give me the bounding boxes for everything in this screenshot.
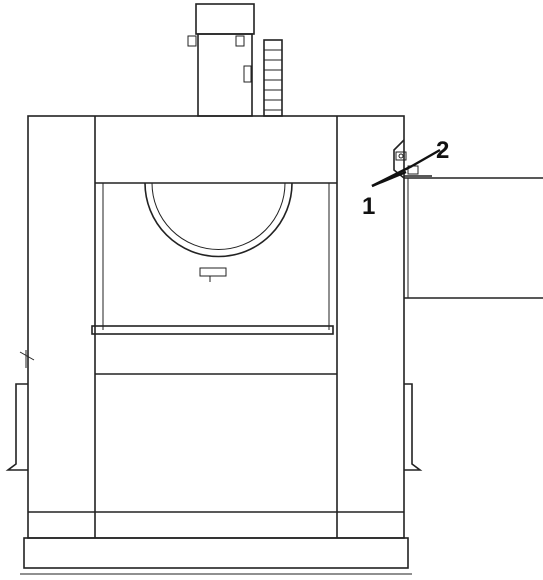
- left-side-bracket: [5, 350, 35, 471]
- callout-leaders: [371, 148, 441, 188]
- callout-label-1: 1: [362, 193, 375, 220]
- base-plinth: [20, 537, 412, 575]
- drum-door: [144, 182, 293, 282]
- door-recess: [102, 183, 330, 330]
- motor-unit: [187, 3, 255, 117]
- side-housing: [404, 177, 543, 299]
- callout-label-2: 2: [436, 137, 449, 164]
- cooling-fins: [263, 39, 283, 117]
- mounting-clamp: [393, 139, 432, 179]
- loading-rail: [91, 325, 334, 335]
- cabinet-frame: [27, 115, 405, 539]
- right-side-bracket: [404, 383, 423, 471]
